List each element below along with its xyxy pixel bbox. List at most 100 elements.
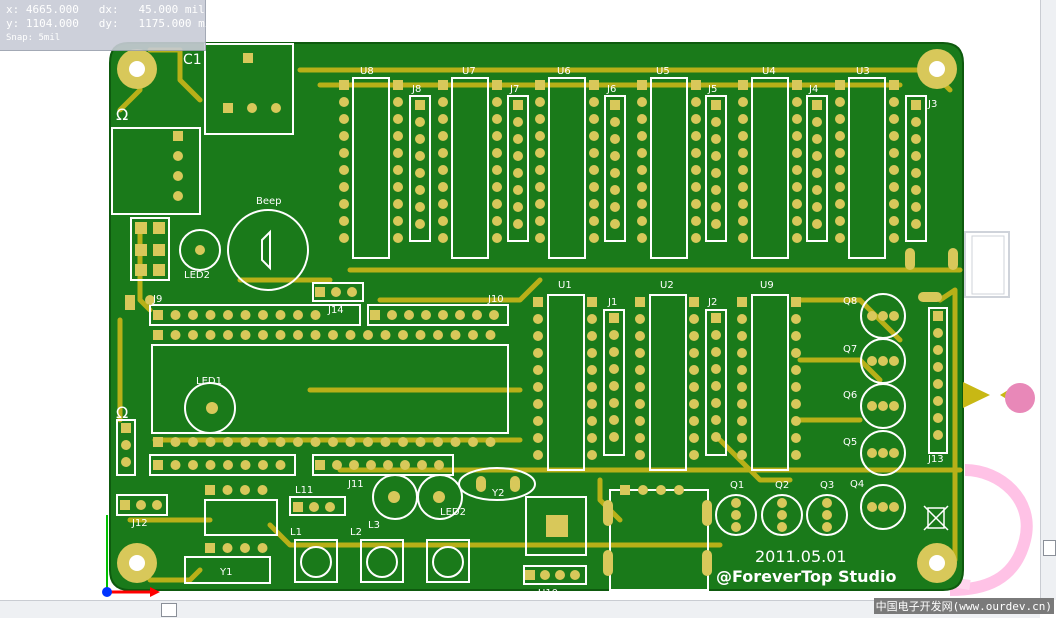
pad <box>513 134 523 144</box>
pcb-workspace[interactable]: U8 U7 U6 U5 U4 U3 J8 J7 J6 J5 J4 J3 U1 U… <box>0 0 1040 600</box>
pad <box>415 134 425 144</box>
pad <box>791 348 801 358</box>
pad <box>393 199 403 209</box>
pad <box>635 331 645 341</box>
horizontal-scroll-thumb[interactable] <box>161 603 177 617</box>
label-led2: LED2 <box>184 270 210 281</box>
pad <box>535 182 545 192</box>
pad <box>345 330 356 340</box>
label-u9: U9 <box>760 280 774 291</box>
pad <box>889 148 899 158</box>
pad <box>792 233 802 243</box>
pad <box>792 131 802 141</box>
pad <box>835 216 845 226</box>
pad <box>438 80 448 90</box>
pad <box>711 168 721 178</box>
pad <box>812 117 822 127</box>
pad <box>293 310 303 320</box>
pad <box>438 182 448 192</box>
pad <box>791 433 801 443</box>
vertical-scroll-thumb[interactable] <box>1043 540 1056 556</box>
pad <box>533 416 543 426</box>
pad <box>637 148 647 158</box>
pad <box>173 191 183 201</box>
pad <box>637 216 647 226</box>
pad <box>339 216 349 226</box>
pad <box>222 485 233 495</box>
pad <box>310 310 321 320</box>
pad <box>433 330 443 340</box>
pad <box>170 330 181 340</box>
pad <box>738 131 748 141</box>
dy-label: dy: <box>98 17 119 30</box>
pad <box>911 117 921 127</box>
pad <box>911 185 921 195</box>
pad <box>188 437 198 447</box>
pad <box>205 310 216 320</box>
pad <box>812 151 822 161</box>
pad <box>415 219 425 229</box>
pad <box>121 423 131 433</box>
pad <box>349 460 359 470</box>
pad <box>738 80 748 90</box>
pad <box>223 310 233 320</box>
pad <box>635 399 645 409</box>
pad <box>533 314 543 324</box>
pad <box>533 297 543 307</box>
label-y2: Y2 <box>491 488 504 499</box>
label-beep: Beep <box>256 196 282 207</box>
pad <box>635 382 645 392</box>
pad <box>145 295 155 305</box>
vertical-scrollbar[interactable] <box>1040 0 1056 600</box>
label-q3: Q3 <box>820 480 834 491</box>
pad <box>258 437 268 447</box>
pad <box>153 330 163 340</box>
pad <box>315 460 325 470</box>
pad <box>587 382 597 392</box>
pad <box>589 131 599 141</box>
pad <box>835 114 845 124</box>
ic-outlines-mid <box>111 43 948 591</box>
pad <box>438 233 448 243</box>
pad <box>738 114 748 124</box>
pad <box>492 216 502 226</box>
pad <box>689 348 699 358</box>
pad <box>835 165 845 175</box>
pad <box>791 416 801 426</box>
label-q2: Q2 <box>775 480 789 491</box>
pad <box>635 348 645 358</box>
pcb-canvas[interactable]: U8 U7 U6 U5 U4 U3 J8 J7 J6 J5 J4 J3 U1 U… <box>0 0 1040 600</box>
pad <box>889 216 899 226</box>
pad <box>737 382 747 392</box>
pad <box>637 182 647 192</box>
pad <box>240 437 251 447</box>
pad <box>711 313 721 323</box>
pad <box>933 413 943 423</box>
pad <box>791 365 801 375</box>
horizontal-scrollbar[interactable] <box>0 600 1040 618</box>
pad <box>711 381 721 391</box>
pad <box>415 168 425 178</box>
pad <box>791 450 801 460</box>
label-u5: U5 <box>656 66 670 77</box>
pad <box>638 485 648 495</box>
label-j6: J6 <box>606 84 616 95</box>
pad <box>610 117 620 127</box>
pad <box>711 347 721 357</box>
dx-label: dx: <box>98 3 119 16</box>
label-u6: U6 <box>557 66 571 77</box>
pad <box>792 114 802 124</box>
pad <box>737 416 747 426</box>
snap-readout: Snap: 5mil <box>6 33 61 43</box>
label-q8: Q8 <box>843 296 857 307</box>
pad <box>398 437 408 447</box>
pad <box>711 330 721 340</box>
pad <box>535 114 545 124</box>
pad <box>240 310 251 320</box>
pad <box>492 165 502 175</box>
pad <box>792 97 802 107</box>
pad <box>691 80 701 90</box>
pad <box>792 148 802 158</box>
pad <box>711 151 721 161</box>
pad <box>674 485 684 495</box>
